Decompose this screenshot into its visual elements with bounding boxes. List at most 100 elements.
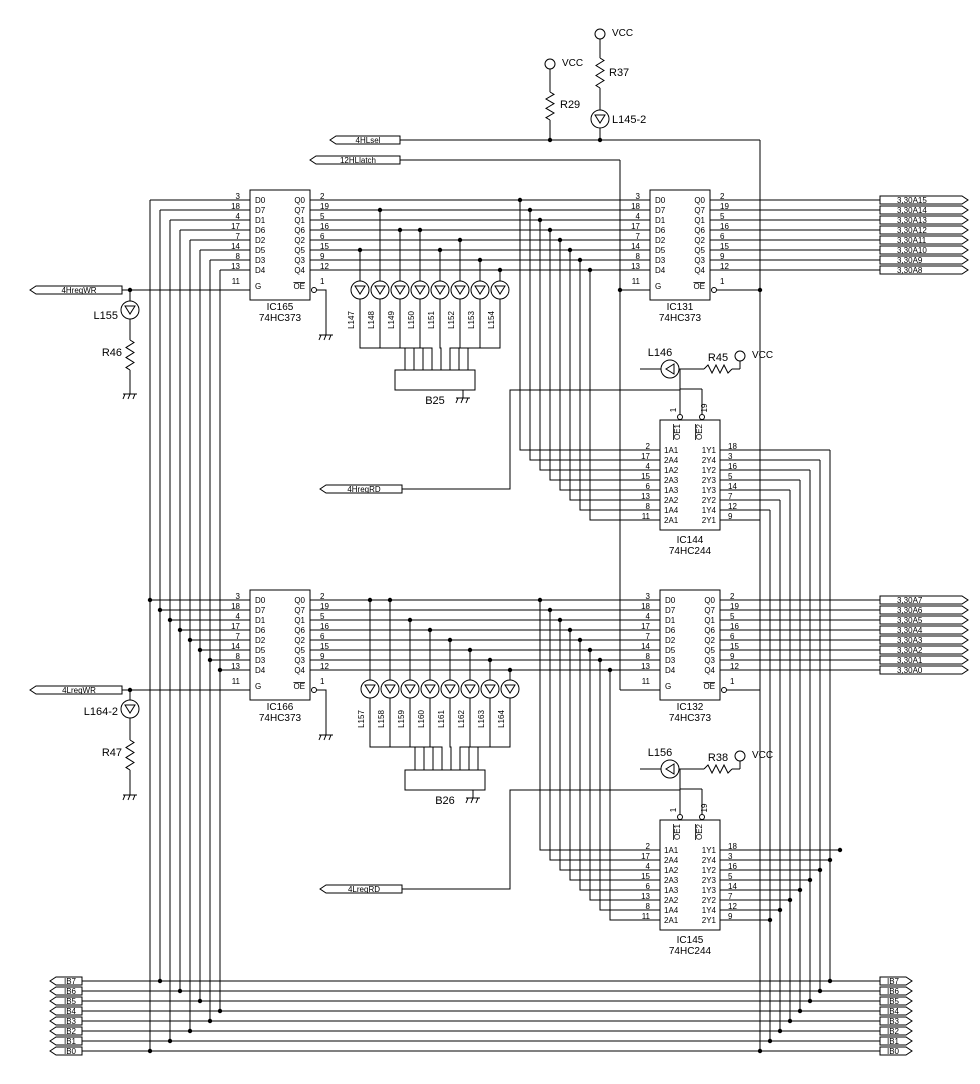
pin-number: 5 <box>320 612 325 621</box>
pin-number: 9 <box>320 652 325 661</box>
pin-name: 1Y1 <box>702 846 717 855</box>
pin-number: 9 <box>320 252 325 261</box>
address-label: 3,30A4 <box>897 626 923 635</box>
bus-label: IB1 <box>64 1037 77 1046</box>
part-label: R29 <box>560 99 580 111</box>
wire <box>569 250 660 501</box>
pin-number: 19 <box>700 803 709 812</box>
part-label: R46 <box>102 347 122 359</box>
ground-symbol <box>470 797 474 804</box>
pin-number: 18 <box>631 202 640 211</box>
led-leds_top-triangle <box>454 285 466 295</box>
wire <box>439 299 442 370</box>
wire <box>559 240 660 491</box>
pin-number: 12 <box>730 662 739 671</box>
pin-bubble <box>699 814 705 820</box>
pin-name: 2A4 <box>664 856 679 865</box>
latch-ic-ic165 <box>249 189 311 301</box>
junction-dot <box>797 1008 803 1014</box>
led-l155-triangle <box>124 305 136 315</box>
pin-number: 11 <box>642 677 651 686</box>
signal-port-hlatch-label: 12HLlatch <box>340 156 376 165</box>
junction-dot <box>767 1038 773 1044</box>
parts-layer <box>29 28 969 1056</box>
chip-part: 74HC373 <box>669 713 712 724</box>
pin-name: D7 <box>655 206 666 215</box>
bus-port-right <box>879 996 913 1006</box>
wire <box>389 698 425 770</box>
pin-number: 7 <box>636 232 641 241</box>
pin-number: 8 <box>236 652 241 661</box>
pin-number: 1 <box>730 677 735 686</box>
ground-symbol <box>122 794 126 801</box>
pin-name: Q4 <box>694 266 705 275</box>
ground-symbol <box>475 797 479 804</box>
pin-name: D3 <box>665 656 676 665</box>
addr-port <box>879 195 969 205</box>
wire <box>402 789 680 890</box>
pin-bubble <box>677 414 683 420</box>
pin-name: 2A3 <box>664 476 679 485</box>
bus-label: IB7 <box>64 977 77 986</box>
pin-name: D3 <box>255 656 266 665</box>
junction-dot <box>827 857 833 863</box>
wire <box>549 230 660 481</box>
chip-ref: IC132 <box>677 702 704 713</box>
pin-number: 16 <box>728 462 737 471</box>
pin-name: Q7 <box>704 606 715 615</box>
junction-dot <box>177 627 183 633</box>
pin-name: D1 <box>655 216 666 225</box>
latch-ic-ic131 <box>649 189 711 301</box>
resistor-network-b25 <box>394 369 476 391</box>
pin-number: 15 <box>641 872 650 881</box>
pin-name: Q2 <box>294 236 305 245</box>
junction-dot <box>357 247 363 253</box>
pin-name: 1A3 <box>664 486 679 495</box>
pin-name: Q7 <box>294 206 305 215</box>
addr-port <box>879 205 969 215</box>
pin-name: OE <box>293 682 305 691</box>
pin-number: 13 <box>231 262 240 271</box>
part-label: L156 <box>648 747 672 759</box>
pin-number: 14 <box>728 882 737 891</box>
pin-number: 4 <box>646 862 651 871</box>
pin-number: 1 <box>320 277 325 286</box>
pin-number: 1 <box>720 277 725 286</box>
pin-name: D7 <box>255 606 266 615</box>
pin-number: 14 <box>231 642 240 651</box>
pin-number: 6 <box>720 232 725 241</box>
junction-dot <box>407 617 413 623</box>
pin-name: 1A2 <box>664 866 679 875</box>
pin-name: 1A3 <box>664 886 679 895</box>
chip-part: 74HC373 <box>259 313 302 324</box>
pin-number: 9 <box>720 252 725 261</box>
pin-name: 1Y4 <box>702 906 717 915</box>
pin-number: 16 <box>720 222 729 231</box>
pin-number: 3 <box>728 852 733 861</box>
junction-dot <box>807 877 813 883</box>
wire <box>539 220 660 471</box>
pin-number: 4 <box>636 212 641 221</box>
bus-port-left <box>49 986 83 996</box>
chip-ref: IC131 <box>667 302 694 313</box>
address-label: 3,30A7 <box>897 596 923 605</box>
pin-number: 4 <box>236 612 241 621</box>
wire <box>379 299 415 370</box>
address-label: 3,30A11 <box>897 236 927 245</box>
pin-number: 15 <box>730 642 739 651</box>
pin-name: D6 <box>255 626 266 635</box>
part-label: R45 <box>708 352 728 364</box>
pin-number: 16 <box>728 862 737 871</box>
led-label: L161 <box>437 710 446 728</box>
junction-dot <box>617 287 623 293</box>
pin-number: 6 <box>730 632 735 641</box>
chip-ref: IC165 <box>267 302 294 313</box>
junction-dot <box>417 227 423 233</box>
address-label: 3,30A1 <box>897 656 923 665</box>
pin-name: 1Y3 <box>702 486 717 495</box>
junction-dot <box>377 207 383 213</box>
pin-number: 15 <box>320 642 329 651</box>
part-label: L145-2 <box>612 114 646 126</box>
junction-dot <box>497 267 503 273</box>
pin-name: 2Y1 <box>702 916 717 925</box>
